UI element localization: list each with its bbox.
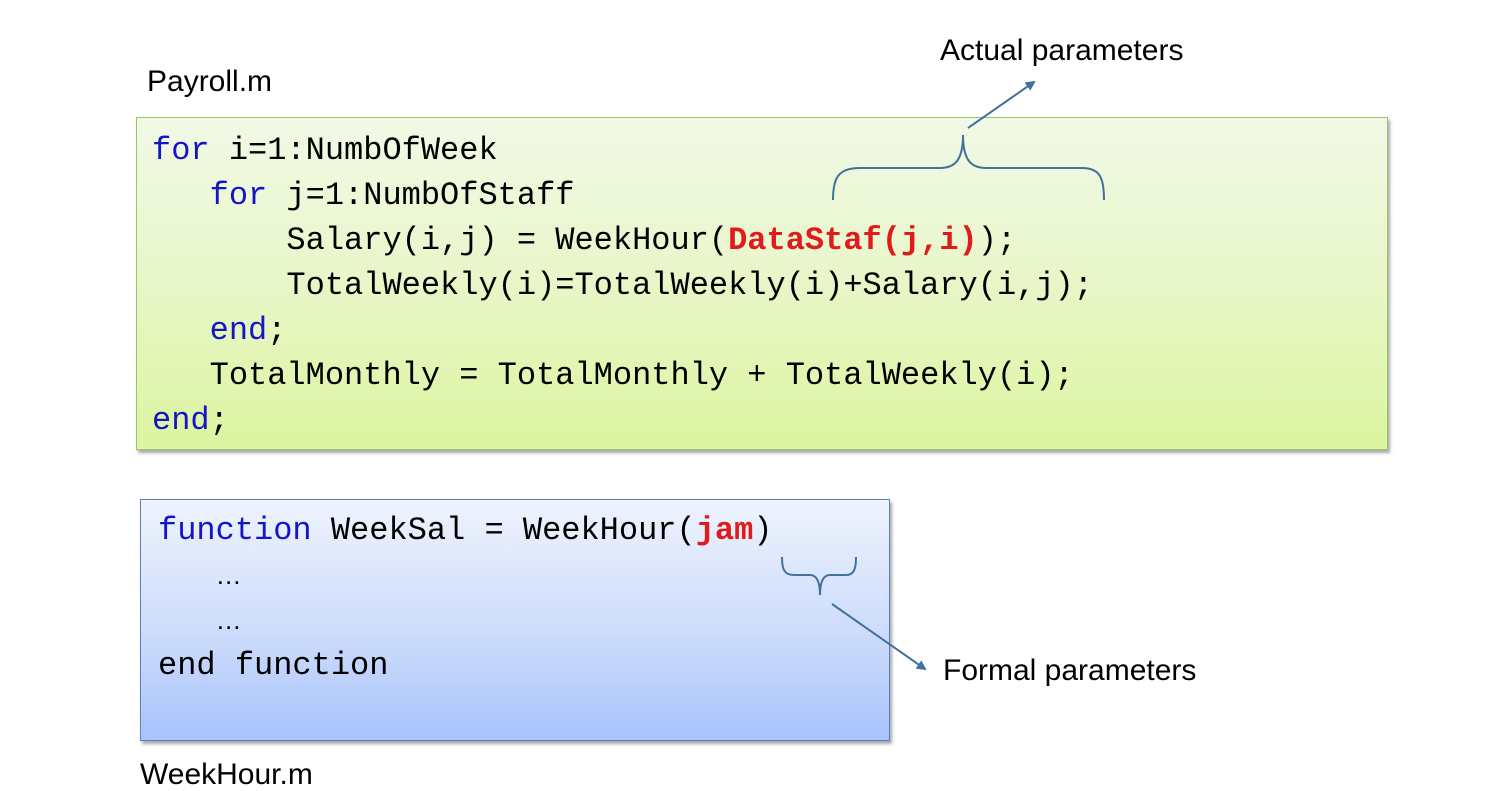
payroll-code-box: for i=1:NumbOfWeek for j=1:NumbOfStaff S… [136, 117, 1388, 450]
code-line: end function [158, 647, 389, 684]
code-line: Salary(i,j) = WeekHour(DataStaf(j,i)); [152, 222, 1017, 259]
weekhour-file-label: WeekHour.m [140, 758, 313, 791]
code-line: … [158, 598, 773, 643]
keyword-for: for [152, 132, 210, 169]
ellipsis: … [215, 605, 242, 635]
keyword-function: function [158, 512, 312, 549]
ellipsis: … [215, 560, 242, 590]
payroll-file-label: Payroll.m [147, 65, 273, 98]
formal-parameters-label: Formal parameters [943, 654, 1197, 687]
formal-parameter: jam [695, 512, 754, 549]
code-line: TotalWeekly(i)=TotalWeekly(i)+Salary(i,j… [152, 267, 1093, 304]
actual-parameters-label: Actual parameters [940, 34, 1184, 67]
keyword-end: end [209, 312, 268, 349]
code-line: … [158, 553, 773, 598]
weekhour-code-box: function WeekSal = WeekHour(jam) … … end … [140, 499, 890, 741]
code-line: for i=1:NumbOfWeek [152, 132, 498, 169]
code-line: TotalMonthly = TotalMonthly + TotalWeekl… [152, 357, 1074, 394]
code-line: end; [152, 402, 229, 439]
keyword-end: end [152, 402, 210, 439]
weekhour-code-block: function WeekSal = WeekHour(jam) … … end … [158, 508, 773, 688]
code-line: end; [209, 312, 287, 349]
code-line: function WeekSal = WeekHour(jam) [158, 512, 773, 549]
payroll-code-block: for i=1:NumbOfWeek for j=1:NumbOfStaff S… [152, 128, 1093, 443]
code-line: for j=1:NumbOfStaff [209, 177, 575, 214]
actual-parameter: DataStaf(j,i) [728, 222, 978, 259]
keyword-for: for [209, 177, 268, 214]
